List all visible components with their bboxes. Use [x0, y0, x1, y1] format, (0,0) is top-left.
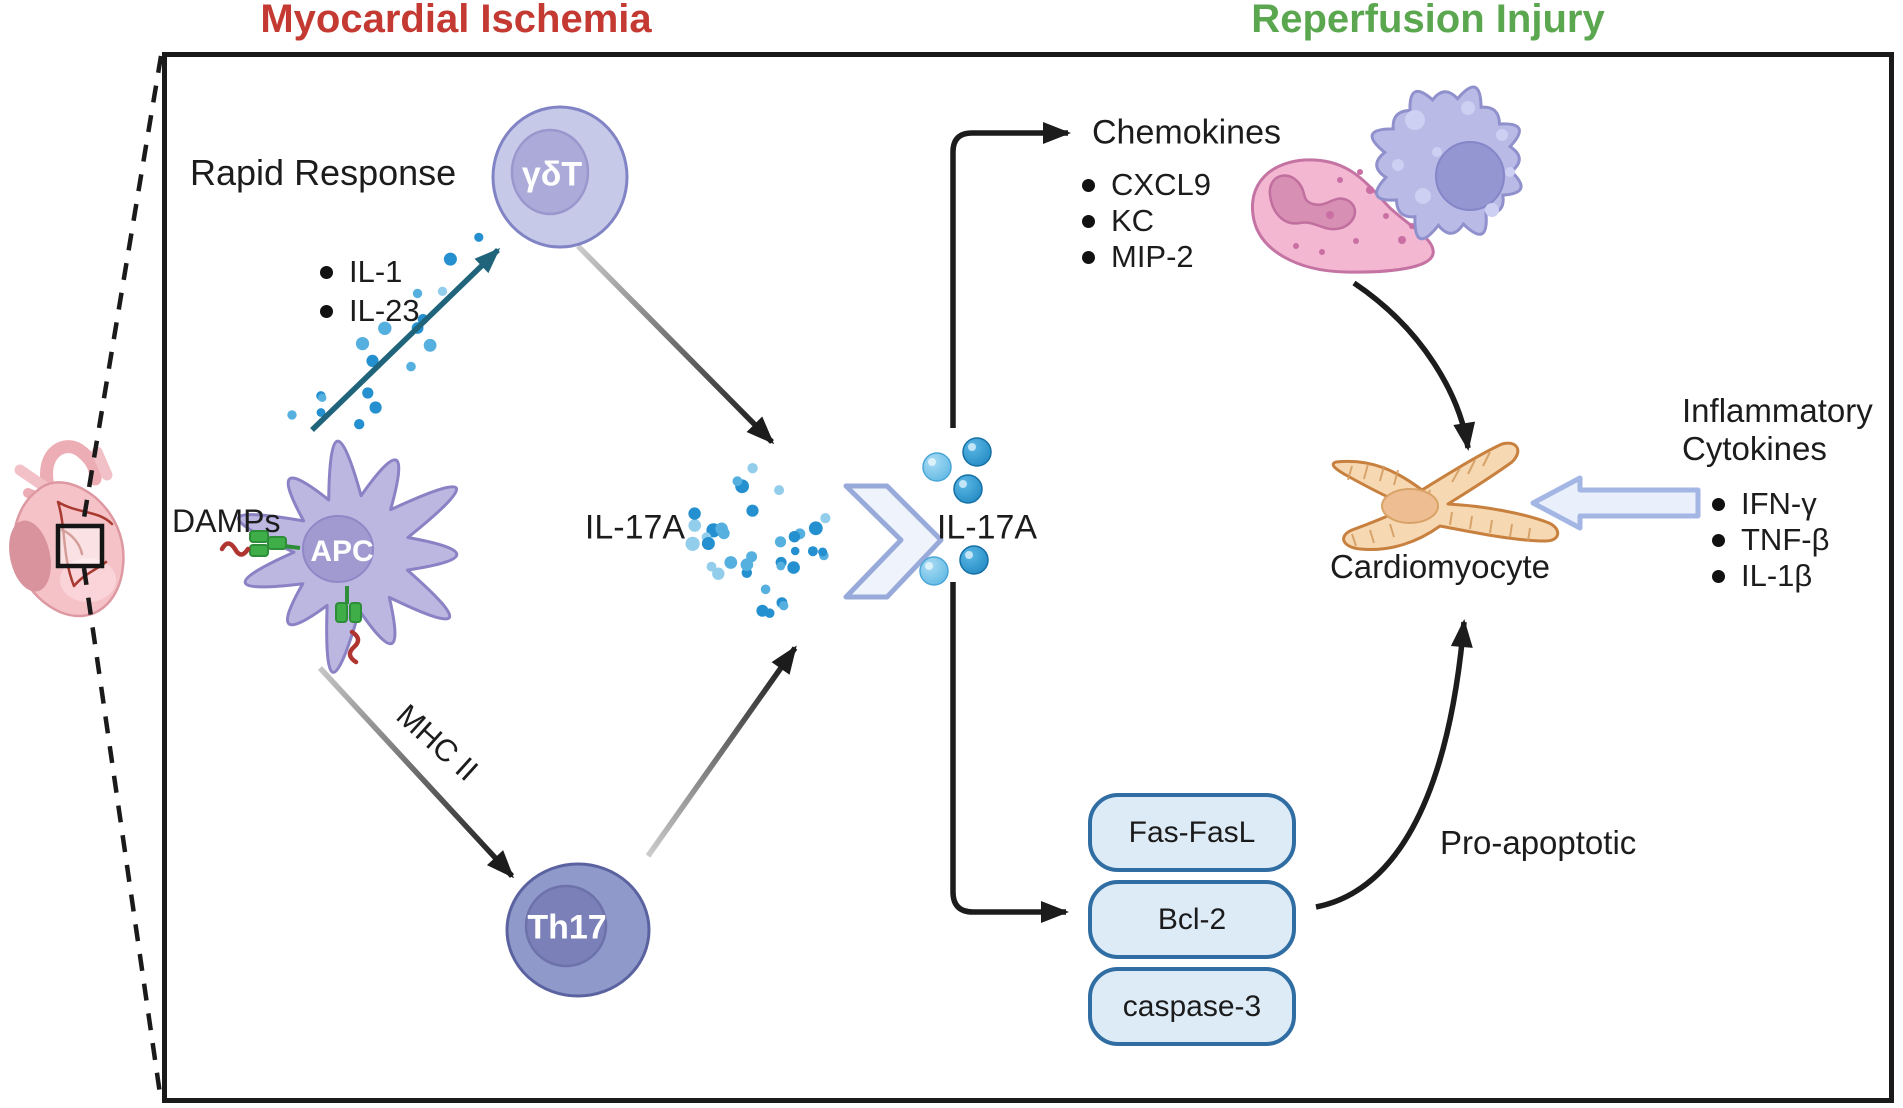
title-myocardial-ischemia: Myocardial Ischemia [260, 0, 652, 41]
pro-apoptotic-label: Pro-apoptotic [1440, 824, 1637, 861]
bcl2-box: Bcl-2 [1088, 880, 1296, 959]
damps-label: DAMPs [172, 503, 281, 539]
bullet-icon [1082, 178, 1095, 192]
heart-zoom-box [55, 523, 105, 569]
bullet-tnf-beta: TNF-β [1712, 522, 1829, 558]
il17a-label-right: IL-17A [936, 508, 1038, 547]
diagram-frame [162, 52, 1894, 1103]
chemokines-label: Chemokines [1092, 113, 1281, 152]
bullet-il1-beta: IL-1β [1712, 558, 1812, 594]
rapid-response-label: Rapid Response [190, 152, 457, 193]
bullet-il-1: IL-1 [320, 254, 402, 290]
il17a-label-left: IL-17A [584, 508, 686, 547]
bullet-ifn-gamma: IFN-γ [1712, 486, 1817, 522]
bullet-icon [1712, 533, 1725, 547]
caspase3-box: caspase-3 [1088, 967, 1296, 1046]
inflammatory-cytokines-heading: Inflammatory Cytokines [1682, 392, 1873, 467]
heart-icon [9, 440, 125, 618]
bullet-icon [320, 265, 333, 279]
cardiomyocyte-label: Cardiomyocyte [1329, 548, 1551, 585]
fas-fasl-box: Fas-FasL [1088, 793, 1296, 872]
bullet-icon [1712, 569, 1725, 583]
bullet-mip2: MIP-2 [1082, 239, 1194, 275]
bullet-kc: KC [1082, 203, 1154, 239]
bullet-icon [1082, 214, 1095, 228]
bullet-icon [1712, 497, 1725, 511]
zoom-dashed-line-top [80, 55, 164, 525]
bullet-il-23: IL-23 [320, 293, 420, 329]
bullet-icon [1082, 250, 1095, 264]
zoom-dashed-line-bottom [81, 567, 163, 1095]
title-reperfusion-injury: Reperfusion Injury [1251, 0, 1605, 41]
bullet-cxcl9: CXCL9 [1082, 167, 1211, 203]
apc-cell-label: APC [310, 535, 374, 568]
bullet-icon [320, 304, 333, 318]
th17-cell-label: Th17 [527, 908, 607, 947]
gdt-cell-label: γδT [521, 155, 583, 194]
